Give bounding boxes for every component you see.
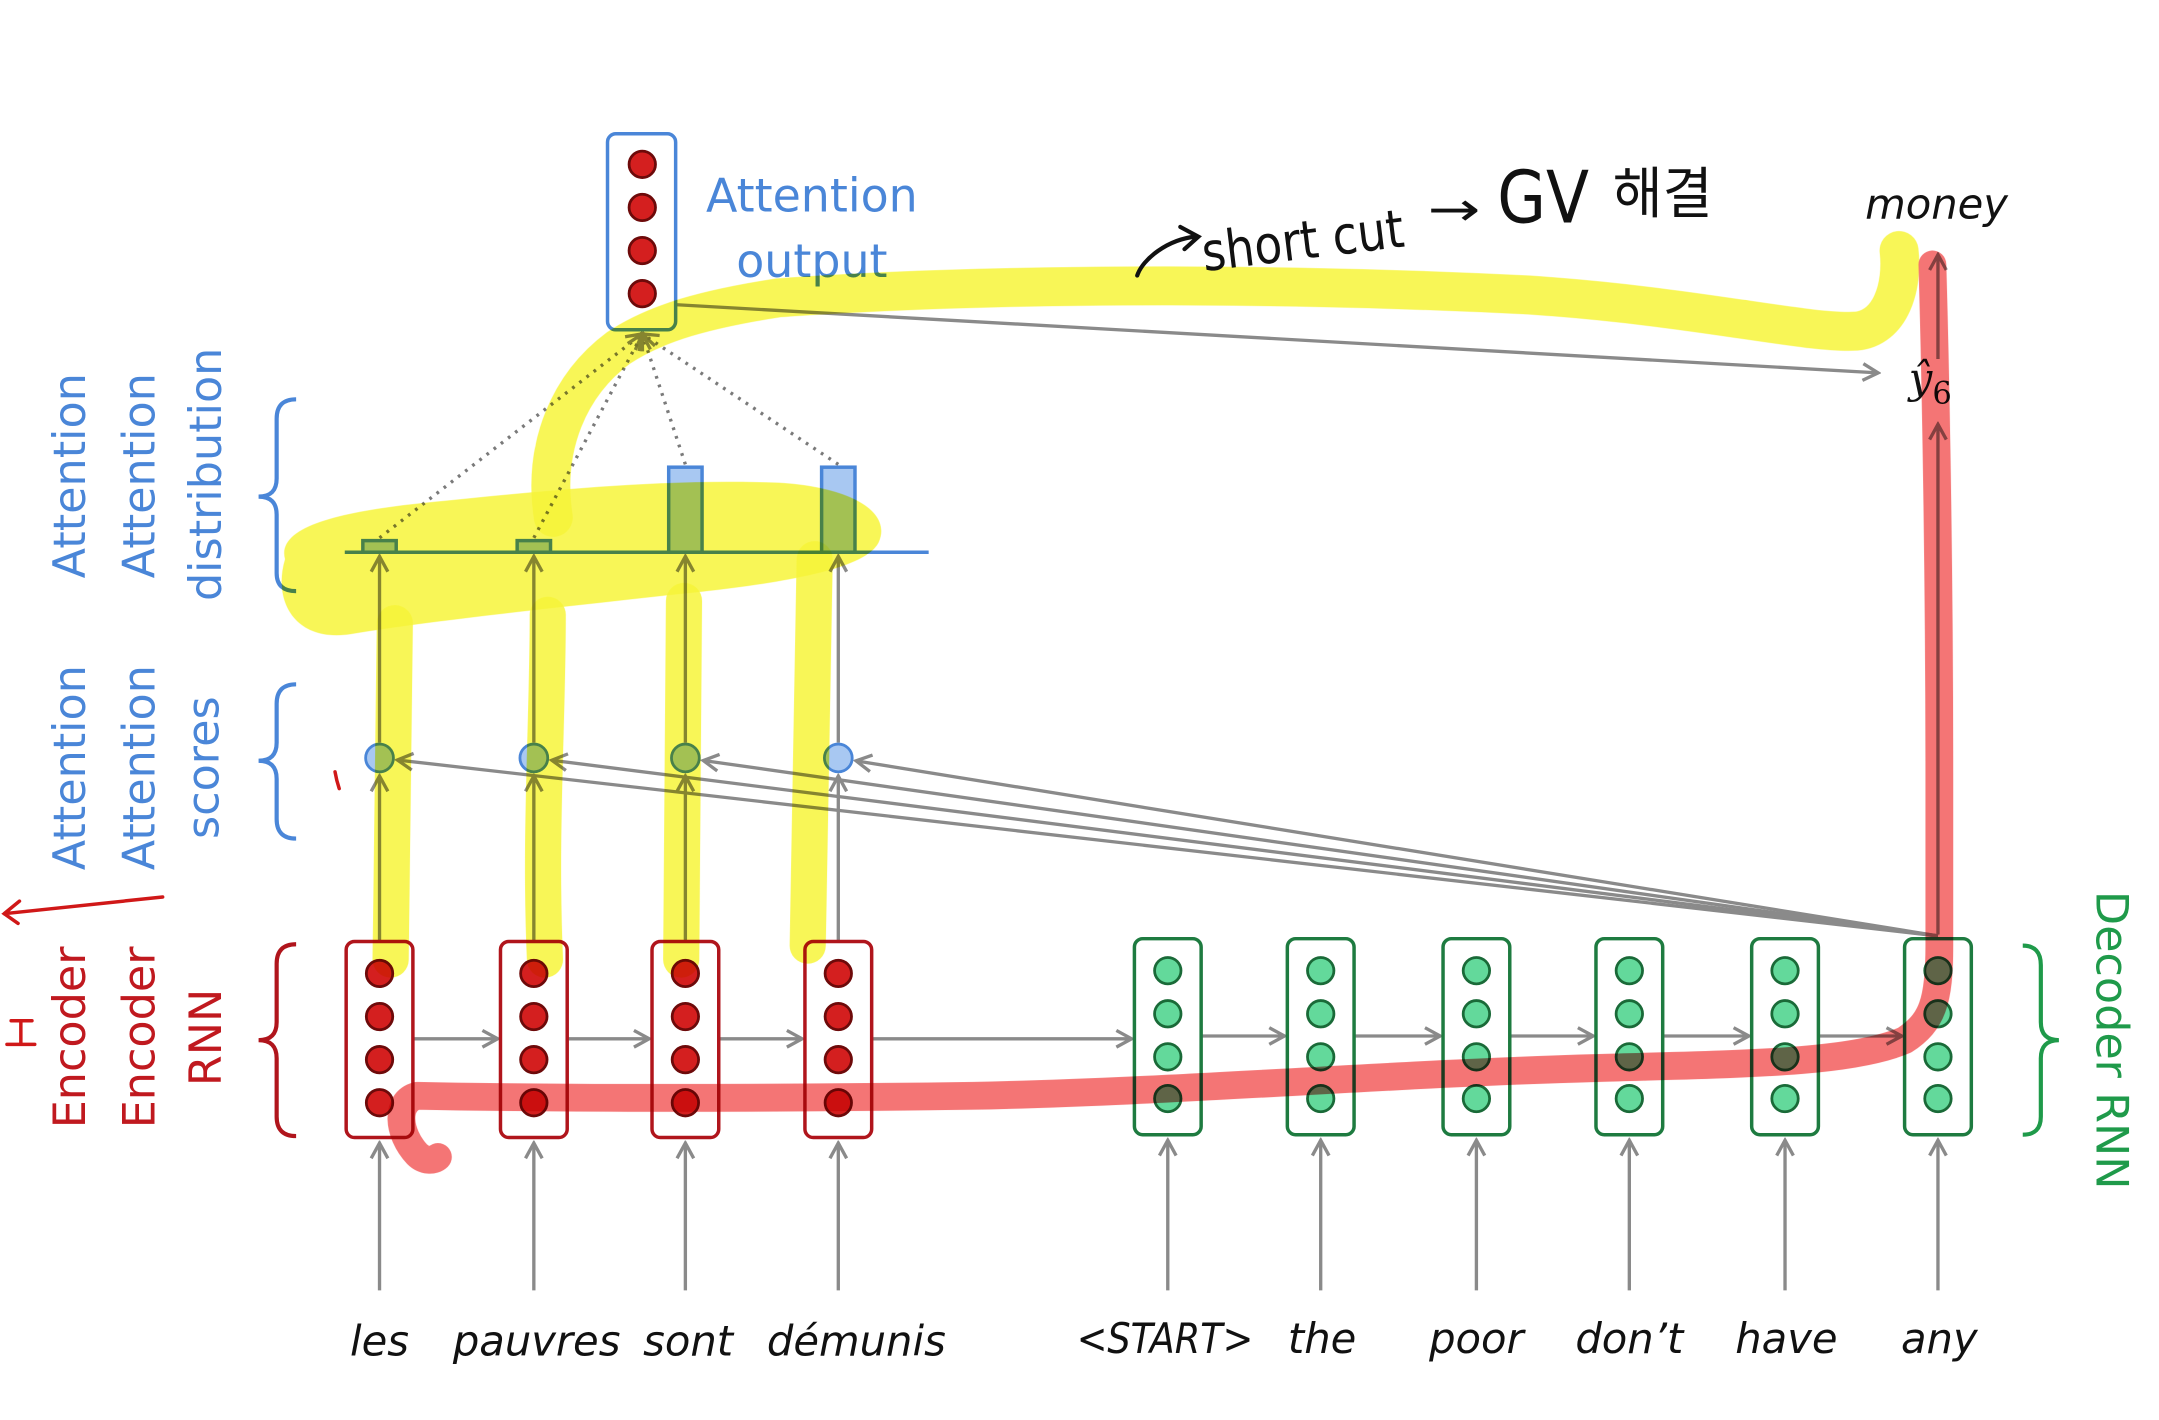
attention-scores-label-3: scores <box>178 696 229 839</box>
decoder-hidden-state-1 <box>1132 936 1203 1137</box>
decoder-neuron <box>1306 999 1336 1029</box>
decoder-neuron <box>1770 999 1800 1029</box>
decoder-query-to-score-arrow-2 <box>552 760 1939 938</box>
encoder-rnn-label-3: RNN <box>181 989 232 1086</box>
target-word: don’t <box>1575 1314 1685 1363</box>
attention-output-to-prediction-arrow <box>676 303 1878 373</box>
decoder-neuron <box>1770 1083 1800 1114</box>
target-word: the <box>1288 1314 1356 1363</box>
annotation-gv: GV <box>1497 157 1589 241</box>
encoder-neuron <box>364 1045 395 1075</box>
encoder-rnn-label-2: Encoder <box>114 946 165 1129</box>
red-highlight-recurrent-path <box>387 250 1954 1174</box>
decoder-rnn-brace <box>2022 943 2060 1137</box>
decoder-hidden-state-2 <box>1285 936 1356 1137</box>
decoder-neuron <box>1153 956 1183 986</box>
red-pen-arrow-icon <box>1 895 165 926</box>
attention-output-neuron <box>627 279 657 309</box>
attention-distribution-label-1: Attention <box>45 373 96 578</box>
decoder-neuron <box>1770 956 1800 986</box>
decoder-neuron <box>1461 956 1492 986</box>
decoder-hidden-state-box <box>1594 936 1665 1137</box>
source-word: les <box>350 1317 409 1366</box>
encoder-neuron <box>823 958 853 989</box>
encoder-neuron <box>823 1001 853 1032</box>
encoder-neuron <box>364 1001 395 1032</box>
decoder-neuron <box>1461 999 1492 1029</box>
encoder-neuron <box>519 1045 549 1075</box>
highlighter-layer <box>281 231 1954 1174</box>
attention-output-vector <box>605 132 678 332</box>
decoder-neuron <box>1923 1042 1953 1072</box>
decoder-neuron <box>1614 1083 1644 1114</box>
decoder-neuron <box>1153 1042 1183 1072</box>
yellow-highlight-column-1 <box>372 605 413 978</box>
source-word: pauvres <box>452 1317 621 1366</box>
attention-output-neuron <box>627 149 657 179</box>
output-word-money: money <box>1865 180 2009 229</box>
decoder-neuron <box>1923 1083 1953 1114</box>
decoder-hidden-state-box <box>1749 936 1821 1137</box>
yellow-highlight-shortcut-path <box>531 231 1920 537</box>
source-word: sont <box>643 1317 735 1366</box>
encoder-neuron <box>670 1001 700 1032</box>
weighted-sum-dotted-arrow-4 <box>642 334 840 466</box>
decoder-query-to-score-arrow-1 <box>397 760 1939 938</box>
encoder-neuron <box>519 1001 549 1032</box>
attention-distribution-label-3: distribution <box>181 348 232 601</box>
attention-scores-label-1: Attention <box>45 665 96 870</box>
annotation-korean: 해결 <box>1613 162 1713 227</box>
yellow-highlight-column-2 <box>524 596 566 978</box>
target-word: poor <box>1428 1314 1526 1363</box>
source-word: démunis <box>767 1317 946 1366</box>
braces <box>258 397 2060 1139</box>
attention-distribution-label-2: Attention <box>114 373 165 578</box>
attention-output-neuron <box>627 235 657 266</box>
decoder-neuron <box>1461 1083 1492 1114</box>
attention-output-neuron <box>627 192 657 223</box>
red-pen-tick <box>333 770 341 791</box>
decoder-hidden-state-5 <box>1749 936 1821 1137</box>
encoder-neuron <box>670 1045 700 1075</box>
red-pen-mark <box>5 1018 37 1047</box>
decoder-query-to-score-arrow-4 <box>856 761 1939 938</box>
attention-scores-label-2: Attention <box>114 665 165 870</box>
yellow-highlight-column-3 <box>663 582 703 978</box>
encoder-neuron <box>823 1045 853 1075</box>
annotation-arrow: → <box>1428 183 1481 238</box>
attention-scores-brace <box>258 682 297 841</box>
decoder-neuron <box>1306 956 1336 986</box>
decoder-neuron <box>1153 999 1183 1029</box>
decoder-neuron <box>1614 999 1644 1029</box>
decoder-query-to-score-arrow-3 <box>703 761 1939 938</box>
diagram-labels: Attention output Attention Attention dis… <box>45 169 2137 1366</box>
decoder-hidden-state-4 <box>1594 936 1665 1137</box>
encoder-rnn-label-1: Encoder <box>45 946 96 1129</box>
attention-distribution-brace <box>258 397 297 594</box>
encoder-rnn-brace <box>258 942 297 1139</box>
decoder-hidden-state-3 <box>1441 936 1512 1137</box>
attention-output-label-line-1: Attention <box>706 169 918 223</box>
decoder-neuron <box>1614 956 1644 986</box>
target-word: have <box>1735 1314 1837 1363</box>
target-word: any <box>1901 1314 1979 1363</box>
hook-arrow-icon <box>1135 224 1202 278</box>
yellow-highlight-column-4 <box>789 541 833 964</box>
target-word: <START> <box>1077 1314 1254 1363</box>
decoder-rnn-label: Decoder RNN <box>2085 891 2136 1190</box>
yellow-highlight-distribution <box>281 481 882 636</box>
